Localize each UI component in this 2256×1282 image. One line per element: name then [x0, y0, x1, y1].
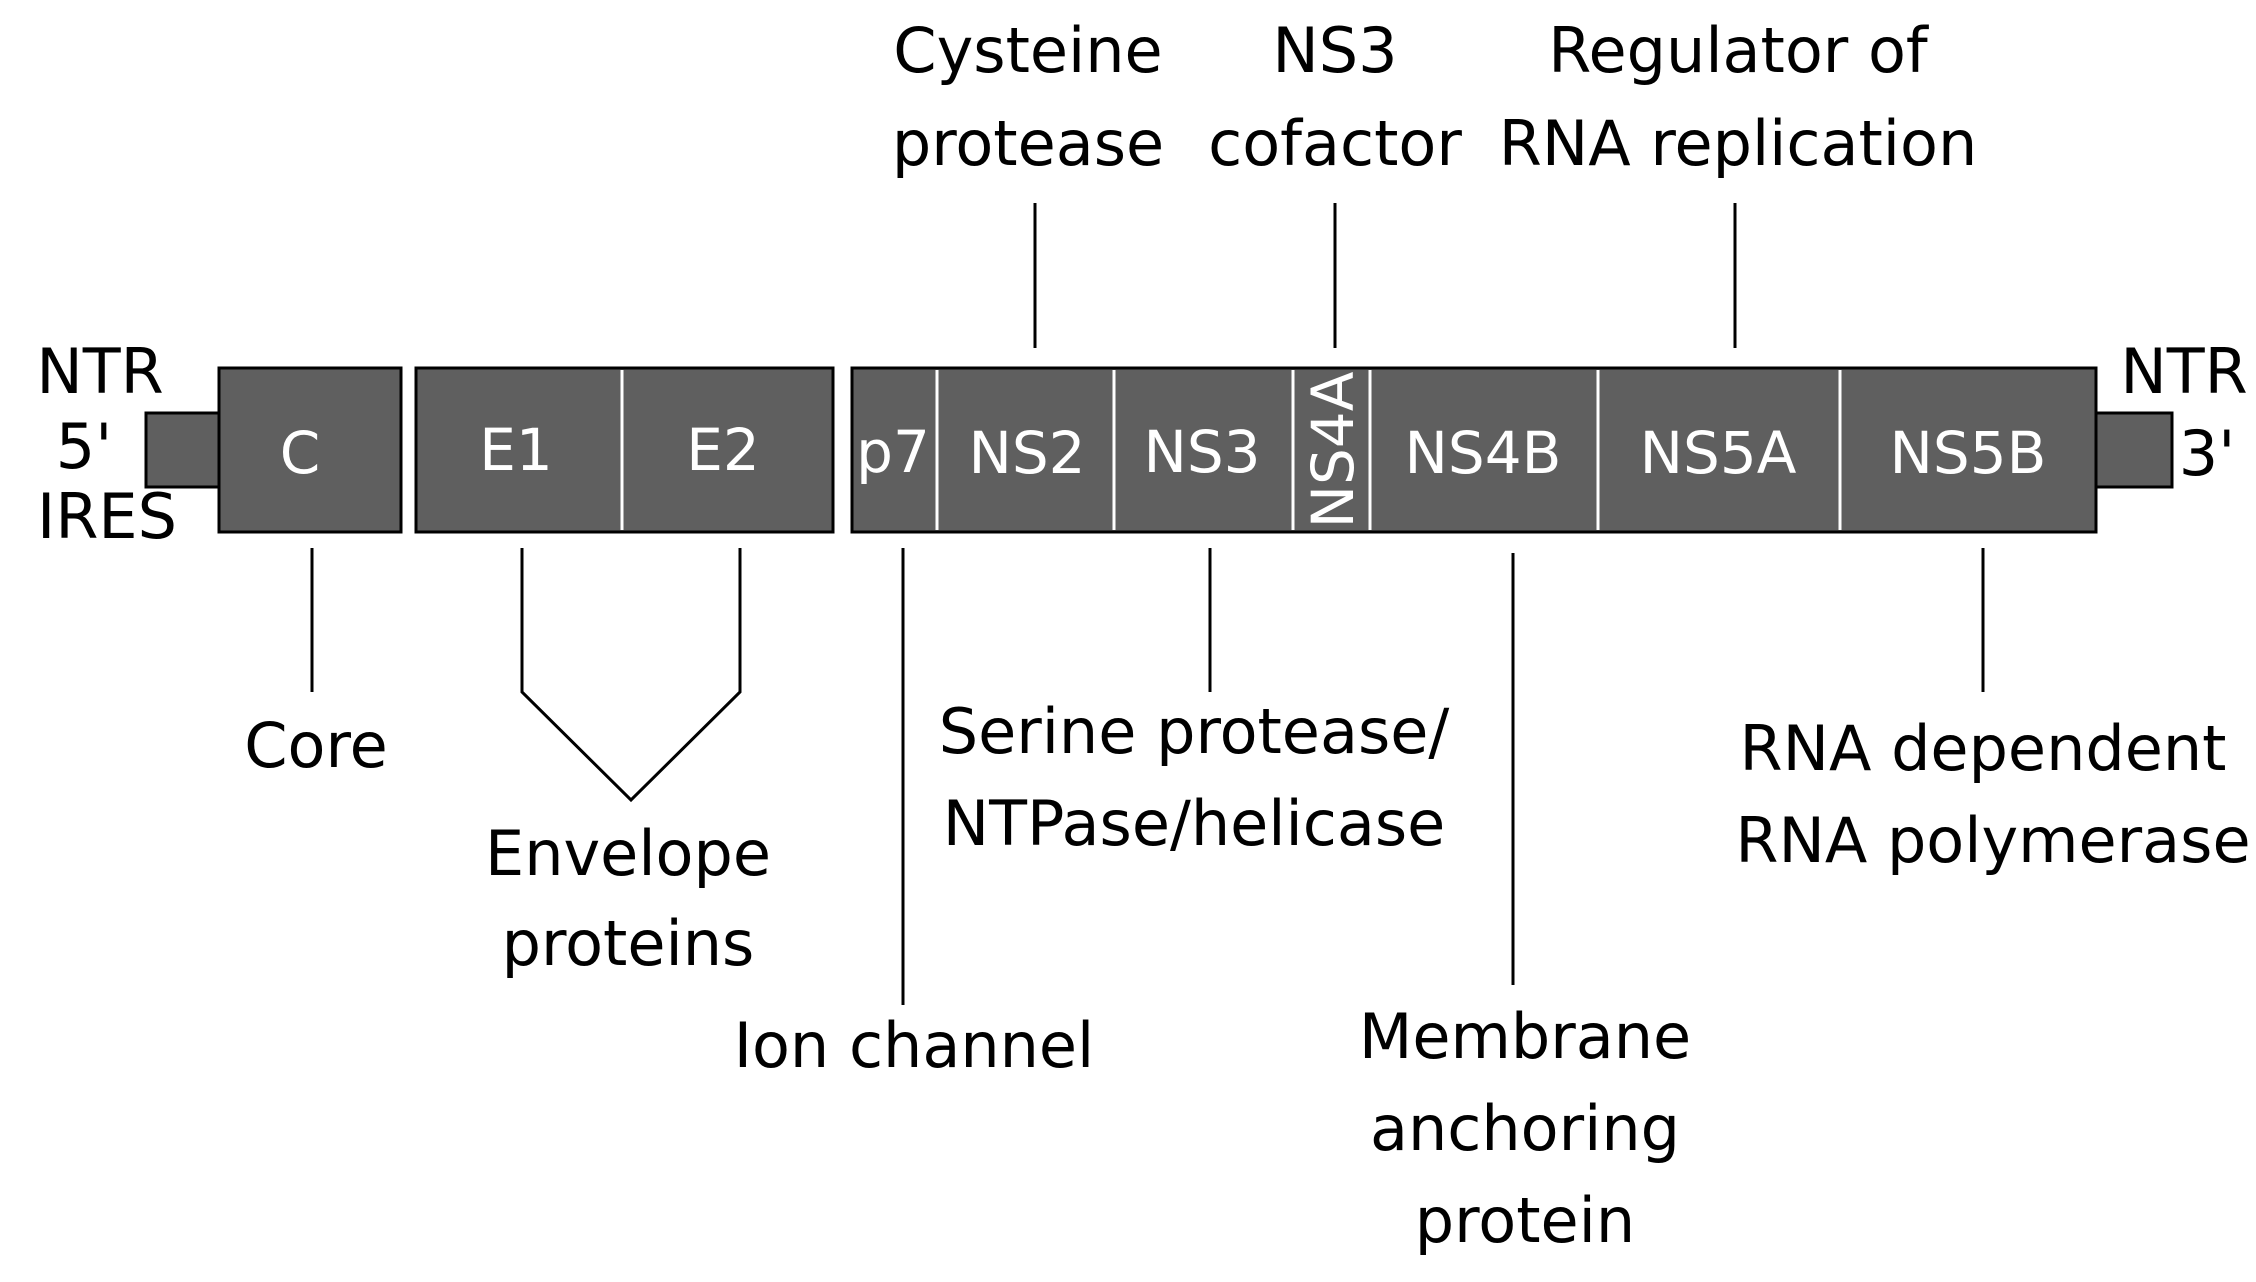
ion-channel-label: Ion channel — [734, 1009, 1095, 1082]
cysteine-protease-label-line2: protease — [892, 107, 1164, 180]
segment-label-ns5a: NS5A — [1640, 419, 1797, 487]
segment-label-ns4b: NS4B — [1405, 419, 1562, 487]
segment-label-e2: E2 — [686, 416, 760, 484]
cysteine-protease-label-line1: Cysteine — [893, 14, 1162, 87]
regulator-label-line1: Regulator of — [1548, 14, 1930, 87]
polymerase-label-line2: RNA polymerase — [1735, 804, 2250, 877]
envelope-segment-box — [414, 366, 835, 534]
nonstructural-segment-box — [850, 366, 2098, 534]
membrane-label-line2: anchoring — [1370, 1092, 1680, 1165]
segment-label-ns2: NS2 — [968, 419, 1085, 487]
three-prime-ntr-box — [2094, 411, 2174, 489]
segment-label-p7: p7 — [856, 418, 930, 486]
three-prime-label: 3' — [2179, 417, 2236, 490]
core-segment-box — [217, 366, 403, 534]
segment-label-ns3: NS3 — [1143, 418, 1260, 486]
core-label: Core — [244, 709, 388, 782]
envelope-label-line1: Envelope — [485, 817, 771, 890]
ns3-cofactor-label-line1: NS3 — [1272, 14, 1397, 87]
polymerase-label-line1: RNA dependent — [1740, 712, 2227, 785]
ns3-cofactor-label-line2: cofactor — [1208, 107, 1462, 180]
segment-label-e1: E1 — [479, 416, 553, 484]
serine-protease-label-line1: Serine protease/ — [939, 695, 1450, 768]
envelope-label-line2: proteins — [502, 907, 755, 980]
five-prime-ires-label: IRES — [37, 480, 177, 553]
segment-label-c: C — [280, 419, 321, 487]
membrane-label-line3: protein — [1415, 1184, 1635, 1257]
membrane-label-line1: Membrane — [1359, 1000, 1691, 1073]
serine-protease-label-line2: NTPase/helicase — [943, 787, 1446, 860]
segment-label-ns5b: NS5B — [1890, 419, 2047, 487]
five-prime-ntr-label: NTR — [36, 335, 163, 408]
segment-label-ns4a: NS4A — [1299, 371, 1367, 528]
five-prime-ntr-box — [144, 411, 221, 489]
three-prime-ntr-label: NTR — [2120, 335, 2247, 408]
regulator-label-line2: RNA replication — [1499, 107, 1978, 180]
five-prime-label: 5' — [56, 410, 113, 483]
envelope-bracket — [520, 548, 742, 803]
